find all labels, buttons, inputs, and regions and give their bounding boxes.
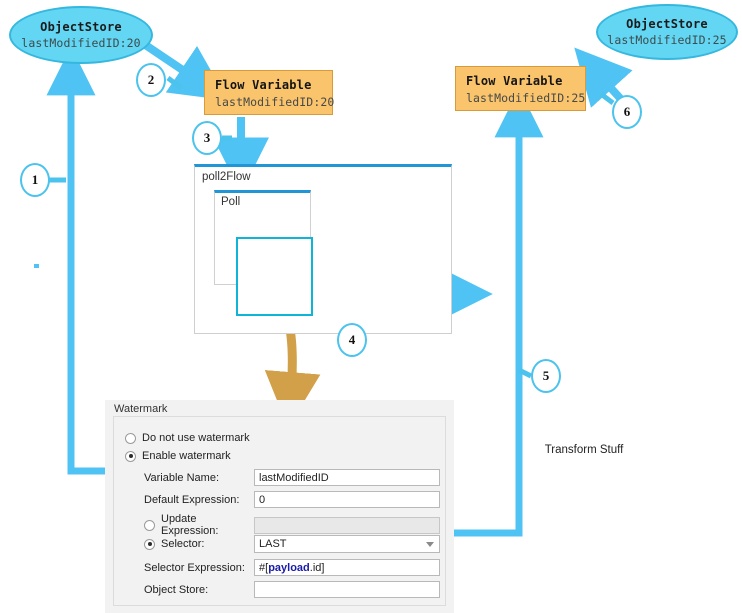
- selector-dropdown[interactable]: LAST: [254, 535, 440, 553]
- default-expression-label: Default Expression:: [144, 493, 240, 506]
- poll2flow-title: poll2Flow: [202, 171, 251, 183]
- selector-expression-label: Selector Expression:: [144, 561, 245, 574]
- callout-5: 5: [531, 359, 561, 393]
- expr-suffix: .id]: [309, 561, 325, 574]
- field-object-store: Object Store:: [144, 581, 440, 598]
- flow-variable-node-left: Flow Variable lastModifiedID:20: [204, 70, 335, 115]
- selector-label: Selector:: [161, 538, 205, 550]
- variable-name-label: Variable Name:: [144, 471, 219, 484]
- poll-scope-container[interactable]: Poll: [214, 190, 313, 316]
- flow-variable-node-right: Flow Variable lastModifiedID:25: [455, 66, 586, 111]
- stuff-to-poll-node[interactable]: [236, 237, 313, 316]
- callout-3-number: 3: [203, 130, 211, 145]
- field-selector: Selector: LAST: [144, 535, 440, 553]
- objectstore-left-title: ObjectStore: [40, 20, 122, 34]
- chevron-down-icon: [426, 542, 434, 547]
- flowvar-left-value: lastModifiedID:20: [215, 95, 335, 109]
- radio-selector-indicator[interactable]: [144, 538, 155, 550]
- watermark-fieldset: Do not use watermark Enable watermark Va…: [113, 416, 446, 606]
- callout-1-number: 1: [31, 172, 39, 187]
- radio-update-expression[interactable]: Update Expression:: [144, 513, 254, 537]
- field-default-expression: Default Expression: 0: [144, 491, 440, 508]
- poll2flow-container[interactable]: poll2Flow Poll Stuff to Poll Transform S…: [194, 164, 623, 498]
- radio-update-expression-indicator[interactable]: [144, 519, 155, 531]
- radio-enable-watermark-label: Enable watermark: [142, 450, 231, 462]
- update-expression-input: [254, 516, 440, 534]
- flowvar-right-title: Flow Variable: [466, 74, 563, 88]
- callout-3: 3: [192, 121, 222, 155]
- objectstore-right-title: ObjectStore: [626, 17, 708, 31]
- objectstore-node-left: ObjectStore lastModifiedID:20: [9, 6, 153, 64]
- object-store-label: Object Store:: [144, 583, 209, 596]
- objectstore-node-right: ObjectStore lastModifiedID:25: [596, 4, 738, 60]
- variable-name-input[interactable]: lastModifiedID: [254, 469, 440, 486]
- radio-do-not-use-watermark-label: Do not use watermark: [142, 432, 250, 444]
- callout-4: 4: [337, 323, 367, 357]
- field-selector-expression: Selector Expression: #[payload.id]: [144, 559, 440, 576]
- watermark-legend: Watermark: [114, 403, 168, 415]
- callout-5-number: 5: [542, 368, 550, 383]
- arrow-5-path: [444, 88, 544, 537]
- default-expression-input[interactable]: 0: [254, 491, 440, 508]
- field-update-expression: Update Expression:: [144, 513, 440, 537]
- radio-selector[interactable]: Selector:: [144, 538, 254, 550]
- callout-6-number: 6: [623, 104, 631, 119]
- callout-2: 2: [136, 63, 166, 97]
- callout-4-number: 4: [348, 332, 356, 347]
- objectstore-left-value: lastModifiedID:20: [21, 36, 141, 50]
- callout-1: 1: [20, 163, 50, 197]
- flowvar-right-value: lastModifiedID:25: [466, 91, 586, 105]
- flowvar-left-title: Flow Variable: [215, 78, 312, 92]
- transform-stuff-label: Transform Stuff: [544, 444, 624, 456]
- callout-2-number: 2: [147, 72, 155, 87]
- expr-keyword: payload: [268, 561, 310, 574]
- radio-enable-watermark[interactable]: Enable watermark: [125, 450, 231, 462]
- radio-do-not-use-watermark-indicator[interactable]: [125, 432, 136, 444]
- callout-6: 6: [612, 95, 642, 129]
- watermark-panel: Watermark Do not use watermark Enable wa…: [105, 400, 454, 613]
- stray-artifact: [34, 264, 39, 268]
- radio-do-not-use-watermark[interactable]: Do not use watermark: [125, 432, 250, 444]
- poll-scope-title: Poll: [221, 196, 241, 208]
- radio-enable-watermark-indicator[interactable]: [125, 450, 136, 462]
- objectstore-right-value: lastModifiedID:25: [607, 33, 727, 47]
- selector-expression-input[interactable]: #[payload.id]: [254, 559, 440, 576]
- object-store-input[interactable]: [254, 581, 440, 598]
- selector-dropdown-value: LAST: [259, 538, 287, 550]
- field-variable-name: Variable Name: lastModifiedID: [144, 469, 440, 486]
- expr-prefix: #[: [259, 561, 269, 574]
- update-expression-label: Update Expression:: [161, 513, 219, 537]
